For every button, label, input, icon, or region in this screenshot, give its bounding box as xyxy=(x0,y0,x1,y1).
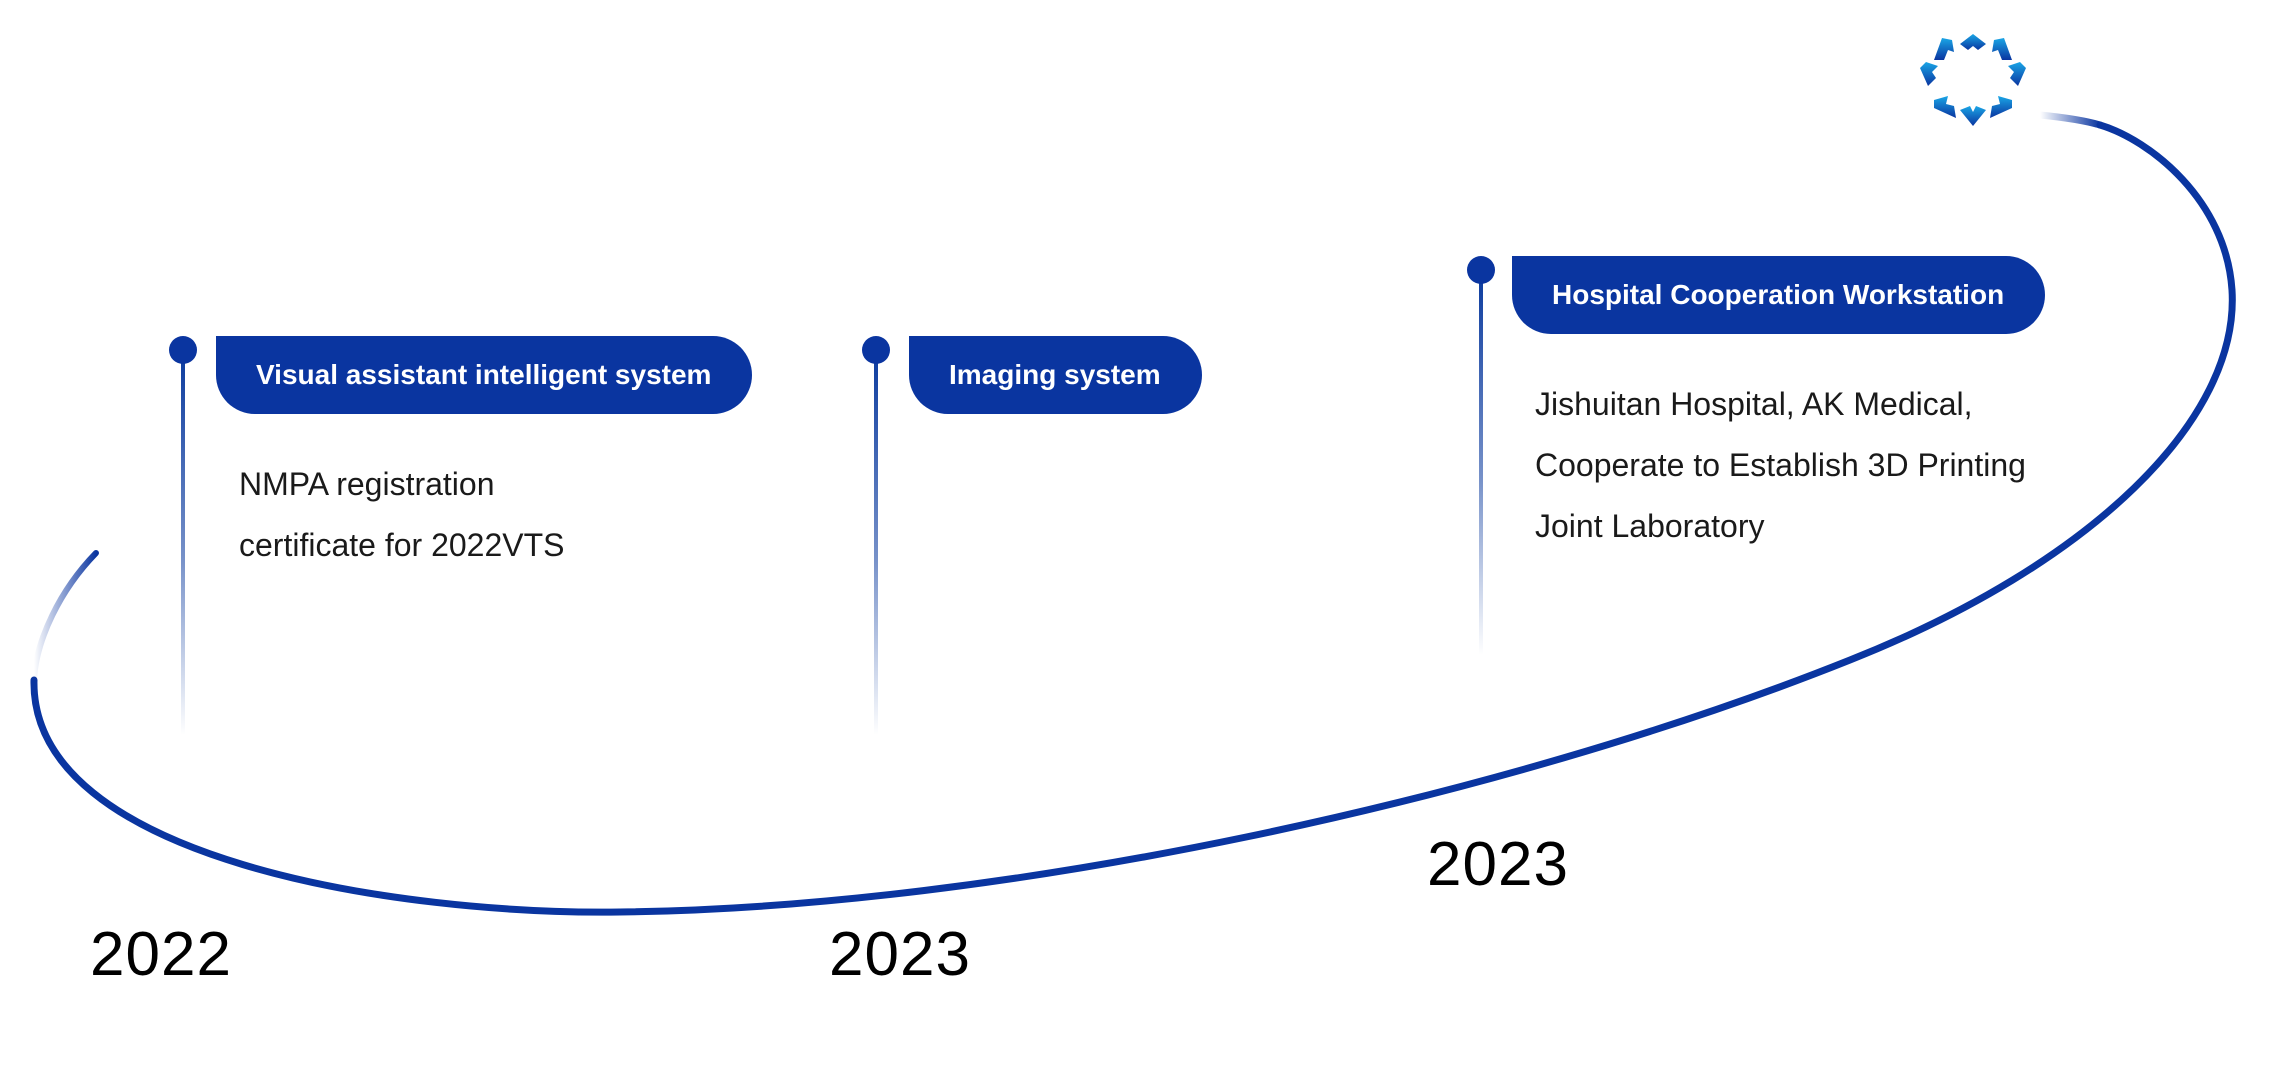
milestone-1-description-line-2: certificate for 2022VTS xyxy=(239,527,565,563)
milestone-3-description-line-3: Joint Laboratory xyxy=(1535,508,1765,544)
milestone-3-description: Jishuitan Hospital, AK Medical, Cooperat… xyxy=(1535,374,2026,557)
milestone-1-title-pill: Visual assistant intelligent system xyxy=(216,336,753,414)
milestone-1-pin-dot xyxy=(169,336,197,364)
milestone-2-pin-line xyxy=(874,350,878,735)
milestone-1-description: NMPA registration certificate for 2022VT… xyxy=(239,454,564,576)
milestone-1-year: 2022 xyxy=(90,920,232,989)
curve-left-tail xyxy=(31,550,99,683)
milestone-3-description-line-2: Cooperate to Establish 3D Printing xyxy=(1535,447,2026,483)
curve-main xyxy=(30,121,2236,916)
milestone-3-year: 2023 xyxy=(1427,830,1569,899)
milestone-2-title-pill: Imaging system xyxy=(909,336,1202,414)
milestone-1-pin-line xyxy=(181,350,185,735)
milestone-3-description-line-1: Jishuitan Hospital, AK Medical, xyxy=(1535,386,1973,422)
milestone-1-description-line-1: NMPA registration xyxy=(239,466,495,502)
milestone-2-title: Imaging system xyxy=(949,359,1161,390)
milestone-1-title: Visual assistant intelligent system xyxy=(256,359,712,390)
curve-right-tail xyxy=(2036,111,2104,129)
milestone-3-pin-line xyxy=(1479,270,1483,655)
milestone-2-year: 2023 xyxy=(829,920,971,989)
milestone-3-title: Hospital Cooperation Workstation xyxy=(1552,279,2005,310)
milestone-3-pin-dot xyxy=(1467,256,1495,284)
star-burst-logo-icon xyxy=(1920,34,2026,126)
milestone-3-title-pill: Hospital Cooperation Workstation xyxy=(1512,256,2046,334)
milestone-2-pin-dot xyxy=(862,336,890,364)
